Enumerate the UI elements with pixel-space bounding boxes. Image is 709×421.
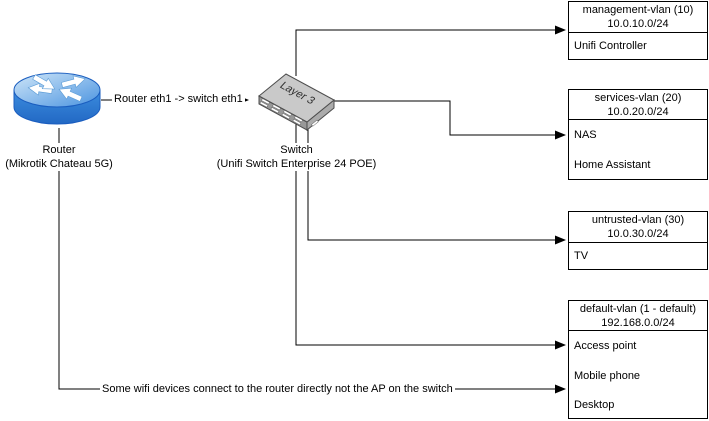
switch-name: Switch (280, 144, 313, 156)
router-model: (Mikrotik Chateau 5G) (5, 158, 113, 170)
vlan-box-services: services-vlan (20) 10.0.20.0/24 NAS Home… (568, 89, 708, 180)
vlan-box-management: management-vlan (10) 10.0.10.0/24 Unifi … (568, 1, 708, 60)
vlan-title: default-vlan (1 - default) (579, 303, 697, 315)
vlan-device: TV (574, 250, 589, 262)
edge-label-wifi-note: Some wifi devices connect to the router … (100, 383, 455, 396)
router-icon (13, 72, 101, 125)
vlan-device: Access point (574, 340, 637, 352)
vlan-subnet: 10.0.10.0/24 (607, 18, 669, 30)
vlan-device: Desktop (574, 398, 615, 411)
vlan-header: default-vlan (1 - default) 192.168.0.0/2… (569, 301, 707, 331)
vlan-subnet: 192.168.0.0/24 (601, 317, 675, 329)
vlan-header: untrusted-vlan (30) 10.0.30.0/24 (569, 212, 707, 243)
vlan-header: management-vlan (10) 10.0.10.0/24 (569, 2, 707, 33)
edge-switch-to-default-vlan (295, 124, 566, 350)
switch-icon: Layer 3 (258, 73, 335, 132)
vlan-title: management-vlan (10) (582, 4, 694, 16)
vlan-subnet: 10.0.20.0/24 (607, 106, 669, 118)
router-name: Router (42, 144, 76, 156)
switch-model: (Unifi Switch Enterprise 24 POE) (216, 158, 377, 170)
vlan-subnet: 10.0.30.0/24 (607, 228, 669, 240)
vlan-header: services-vlan (20) 10.0.20.0/24 (569, 90, 707, 120)
vlan-device: Unifi Controller (574, 40, 647, 52)
edge-switch-to-services-vlan (334, 100, 566, 140)
edge-switch-to-management-vlan (295, 25, 566, 76)
vlan-device: NAS (574, 129, 597, 141)
router-arrows-glyph (27, 74, 86, 102)
vlan-title: untrusted-vlan (30) (591, 214, 685, 226)
vlan-title: services-vlan (20) (594, 92, 682, 104)
switch-label: Switch (Unifi Switch Enterprise 24 POE) (206, 143, 387, 171)
edge-label-router-to-switch: Router eth1 -> switch eth1 (112, 93, 245, 106)
edge-switch-to-untrusted-vlan (307, 124, 566, 245)
vlan-box-default: default-vlan (1 - default) 192.168.0.0/2… (568, 300, 708, 419)
router-label: Router (Mikrotik Chateau 5G) (0, 143, 118, 171)
switch-ports (259, 98, 319, 127)
vlan-box-untrusted: untrusted-vlan (30) 10.0.30.0/24 TV (568, 211, 708, 270)
vlan-device: Home Assistant (574, 158, 651, 171)
vlan-device: Mobile phone (574, 370, 641, 382)
